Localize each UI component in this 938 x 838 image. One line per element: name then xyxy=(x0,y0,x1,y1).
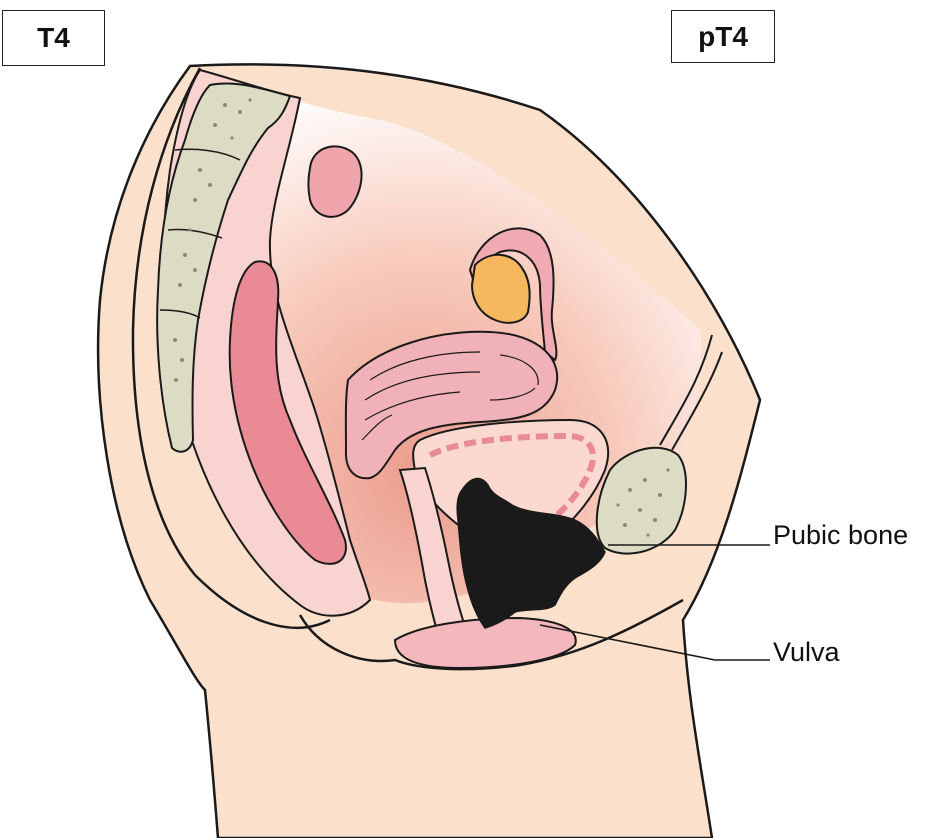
tumor-mass xyxy=(456,477,606,629)
sacrum-segment-lines xyxy=(159,148,241,319)
vulva-label: Vulva xyxy=(773,637,840,667)
abdominal-wall-lines xyxy=(659,334,723,451)
bowel-loop xyxy=(307,145,363,218)
pubic-bone-texture xyxy=(616,468,670,537)
ovary xyxy=(470,253,531,324)
sacrum-texture xyxy=(173,98,252,382)
fallopian-tube xyxy=(468,227,558,362)
clinical-stage-box: T4 xyxy=(2,10,105,66)
rectum xyxy=(228,260,347,565)
pubic-bone xyxy=(595,446,687,555)
bladder-wall-dashed xyxy=(428,432,597,533)
perineum-contour xyxy=(298,598,684,671)
clinical-stage-label: T4 xyxy=(37,22,70,53)
vulva-region xyxy=(393,616,577,670)
pathologic-stage-box: pT4 xyxy=(671,10,775,63)
leader-line-vulva xyxy=(539,624,770,661)
uterus xyxy=(344,330,559,480)
sacral-contour xyxy=(131,67,331,629)
pubic-bone-label: Pubic bone xyxy=(773,520,909,550)
pathologic-stage-label: pT4 xyxy=(698,20,748,52)
uterus-texture xyxy=(361,351,539,441)
sacrum-bone xyxy=(156,82,292,453)
